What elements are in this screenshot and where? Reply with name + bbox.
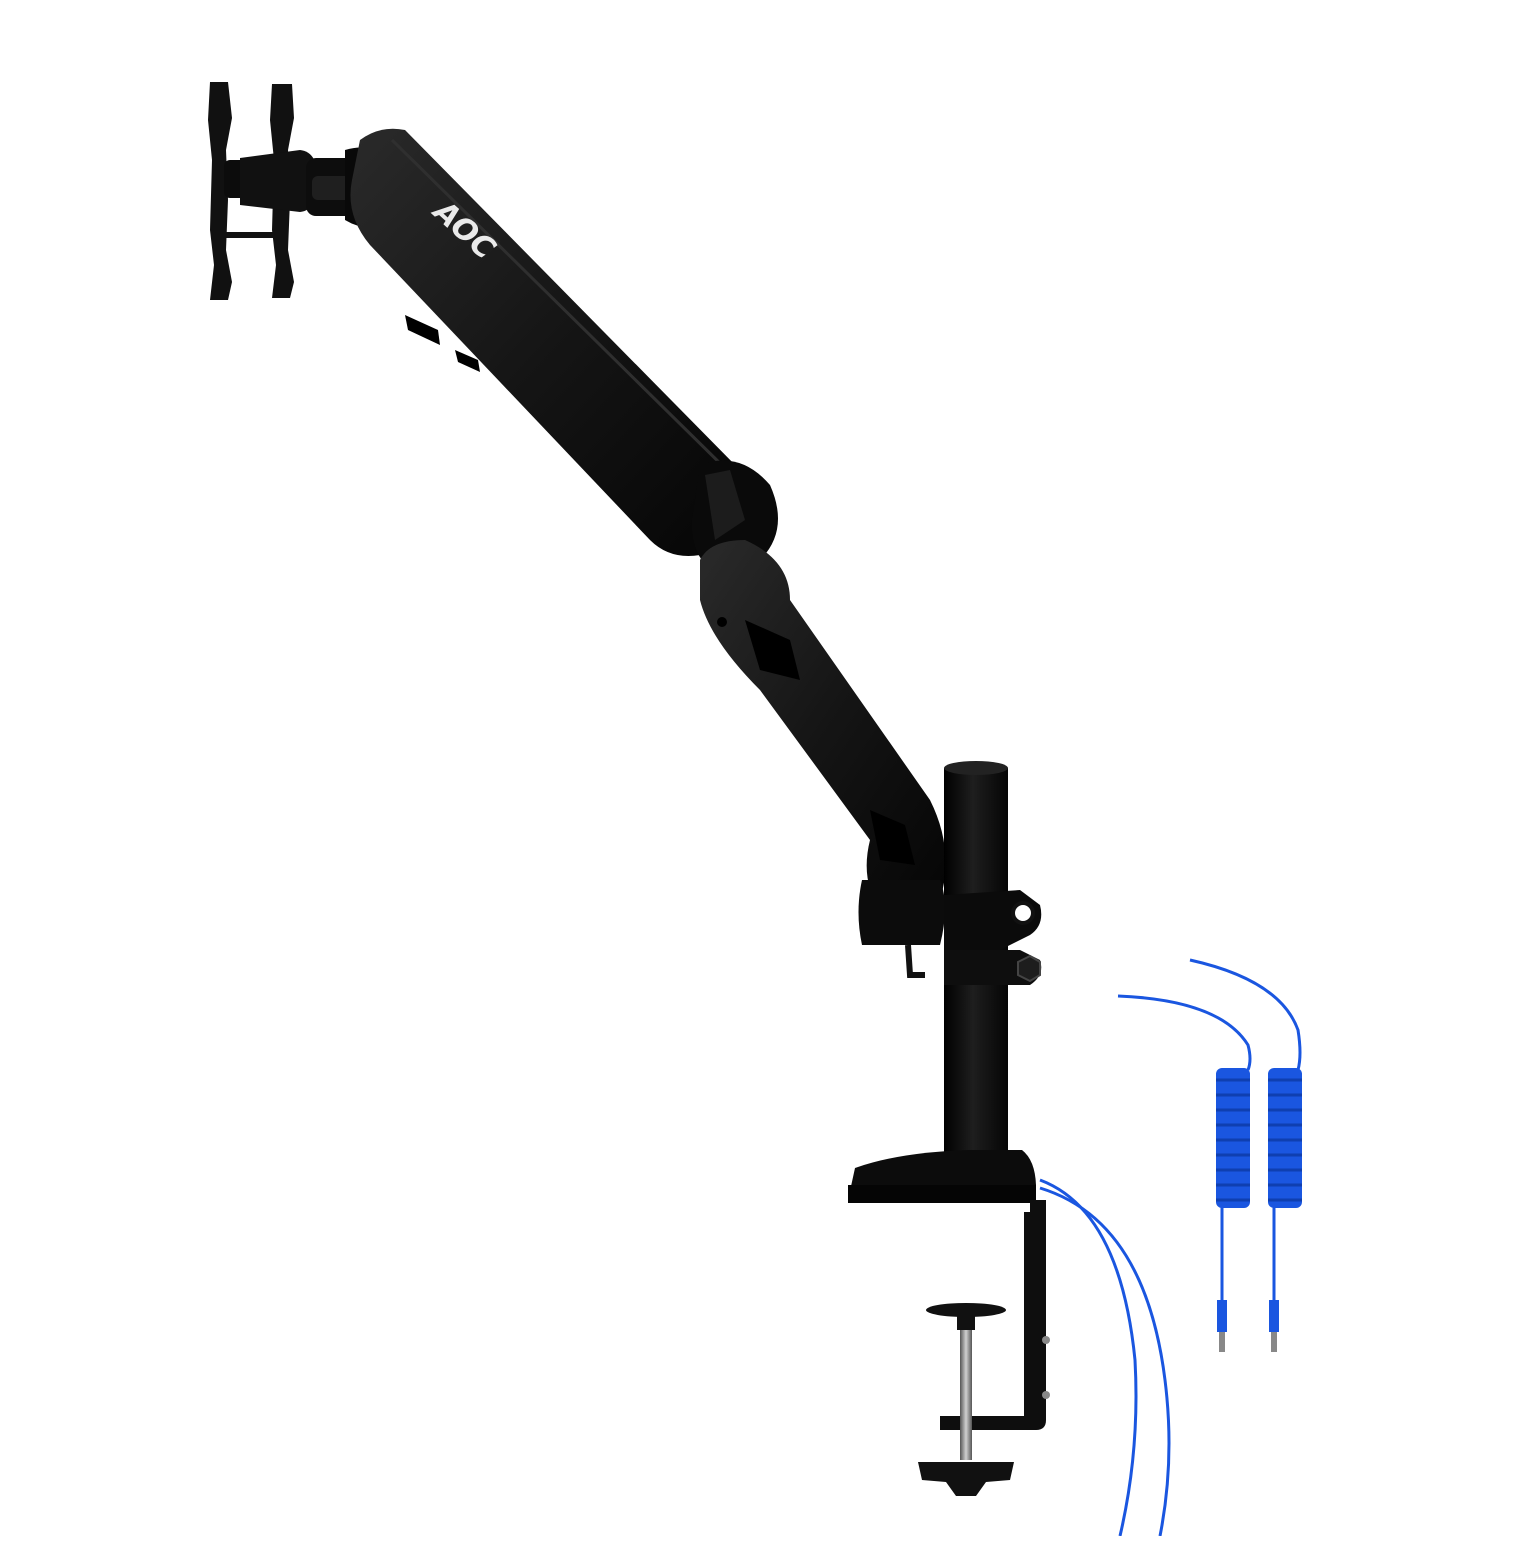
- lower-arm: [700, 540, 946, 910]
- pivot-collar: [858, 880, 1042, 985]
- desk-clamp: [848, 1150, 1050, 1496]
- cable-bundle: [1039, 1178, 1171, 1537]
- usb-cable-coil-1: [1117, 994, 1252, 1352]
- upper-arm: AOC: [350, 128, 752, 556]
- usb-cable-coil-2: [1189, 958, 1302, 1352]
